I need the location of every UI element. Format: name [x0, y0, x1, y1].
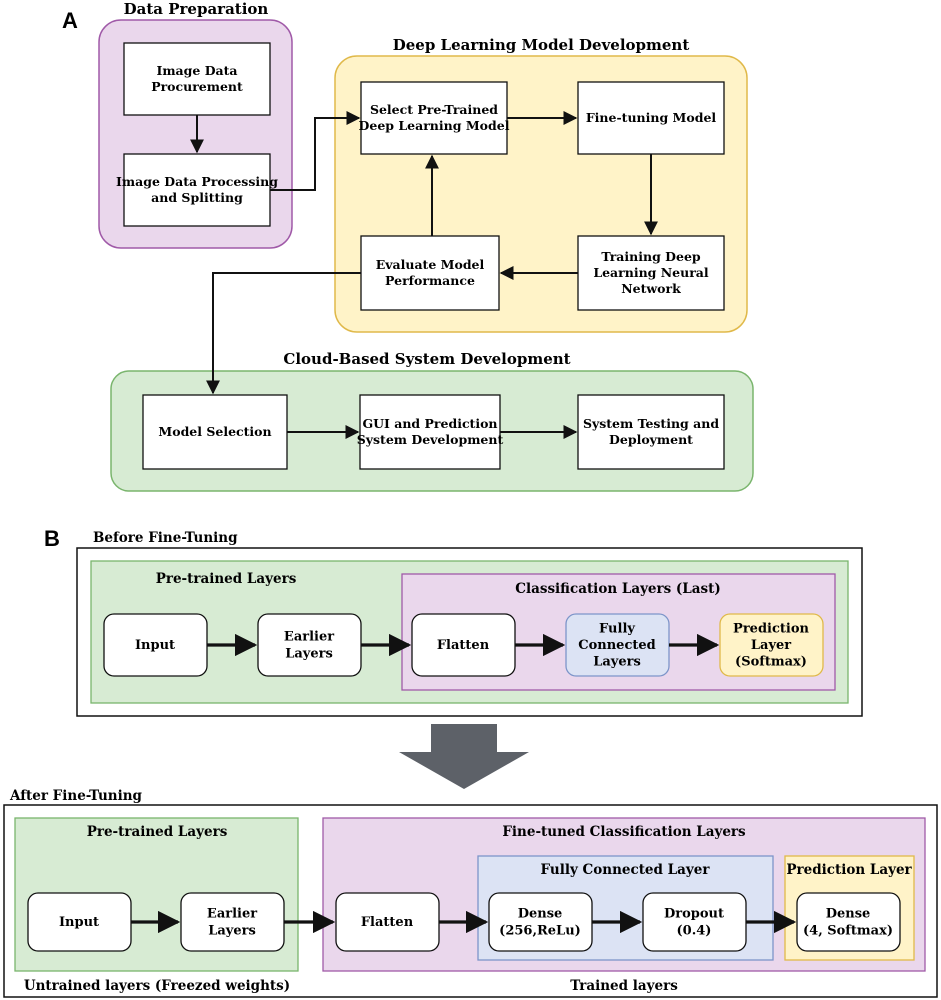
after-fc-label: Fully Connected Layer	[541, 862, 711, 878]
node-label-line: Input	[59, 915, 99, 930]
after-dense2-box	[796, 892, 901, 952]
node-label-line: Training Deep	[601, 249, 701, 264]
node-label-line: (0.4)	[677, 923, 712, 938]
after-dropout-label: Dropout (0.4)	[664, 906, 724, 938]
node-label-line: Procurement	[151, 79, 243, 94]
node-label-line: System Development	[357, 432, 504, 447]
panel-a-letter: A	[62, 8, 78, 33]
testing-box	[577, 394, 725, 470]
image-procurement-box	[123, 42, 271, 116]
node-label-line: Layer	[751, 638, 791, 653]
trained-caption: Trained layers	[570, 978, 678, 994]
fine-tuning-box	[577, 81, 725, 155]
gui-box	[359, 394, 501, 470]
arrow-processing-to-select	[270, 111, 361, 191]
before-prediction-box	[719, 613, 824, 677]
evaluate-box	[360, 235, 500, 311]
node-label-line: Dense	[518, 906, 563, 921]
node-label-line: GUI and Prediction	[362, 416, 497, 431]
before-input-label: Input	[135, 638, 175, 653]
node-label-line: Network	[621, 281, 681, 296]
node-label-line: Image Data Processing	[116, 174, 278, 189]
node-label-line: Dropout	[664, 906, 724, 921]
node-label-line: Prediction	[733, 621, 809, 636]
model-selection-label: Model Selection	[158, 424, 271, 439]
transition-down-arrow	[399, 724, 529, 789]
node-label-line: Flatten	[437, 638, 490, 653]
before-flatten-label: Flatten	[437, 638, 490, 653]
node-label-line: Dense	[826, 906, 871, 921]
node-label-line: Fully	[599, 621, 635, 636]
node-label-line: Performance	[385, 273, 475, 288]
cloud-system-title: Cloud-Based System Development	[283, 350, 570, 368]
after-dense1-label: Dense (256,ReLu)	[499, 906, 581, 938]
training-box	[577, 235, 725, 311]
node-label-line: Deep Learning Model	[359, 118, 510, 133]
node-label-line: Evaluate Model	[376, 257, 485, 272]
before-title: Before Fine-Tuning	[93, 530, 238, 546]
node-label-line: Layers	[208, 923, 256, 938]
node-label-line: Learning Neural	[593, 265, 709, 280]
node-label-line: Select Pre-Trained	[370, 102, 498, 117]
node-label-line: Connected	[578, 638, 655, 653]
node-label-line: Earlier	[207, 906, 257, 921]
node-label-line: Image Data	[156, 63, 237, 78]
after-pretrained-label: Pre-trained Layers	[87, 824, 228, 840]
node-label-line: Earlier	[284, 629, 334, 644]
node-label-line: Deployment	[609, 432, 693, 447]
after-title: After Fine-Tuning	[9, 788, 143, 804]
node-label-line: Input	[135, 638, 175, 653]
before-classification-label: Classification Layers (Last)	[515, 581, 721, 597]
node-label-line: Layers	[285, 646, 333, 661]
node-label-line: Layers	[593, 654, 641, 669]
node-label-line: (256,ReLu)	[499, 923, 581, 938]
node-label-line: Flatten	[361, 915, 414, 930]
node-label-line: Fine-tuning Model	[586, 110, 717, 125]
node-label-line: and Splitting	[151, 190, 243, 205]
after-prediction-group-label: Prediction Layer	[786, 862, 912, 878]
after-dense2-label: Dense (4, Softmax)	[803, 906, 893, 938]
image-processing-box	[123, 153, 271, 227]
fine-tuning-label: Fine-tuning Model	[586, 110, 717, 125]
untrained-caption: Untrained layers (Freezed weights)	[24, 978, 290, 994]
node-label-line: (4, Softmax)	[803, 923, 893, 938]
after-flatten-label: Flatten	[361, 915, 414, 930]
before-pretrained-label: Pre-trained Layers	[156, 571, 297, 587]
node-label-line: System Testing and	[583, 416, 719, 431]
node-label-line: Model Selection	[158, 424, 271, 439]
data-preparation-title: Data Preparation	[124, 0, 269, 18]
after-finetuned-label: Fine-tuned Classification Layers	[502, 824, 746, 840]
node-label-line: (Softmax)	[735, 654, 807, 669]
deep-learning-title: Deep Learning Model Development	[393, 36, 690, 54]
panel-b-letter: B	[44, 526, 60, 551]
arrow-evaluate-to-model-selection	[206, 272, 361, 395]
after-input-label: Input	[59, 915, 99, 930]
